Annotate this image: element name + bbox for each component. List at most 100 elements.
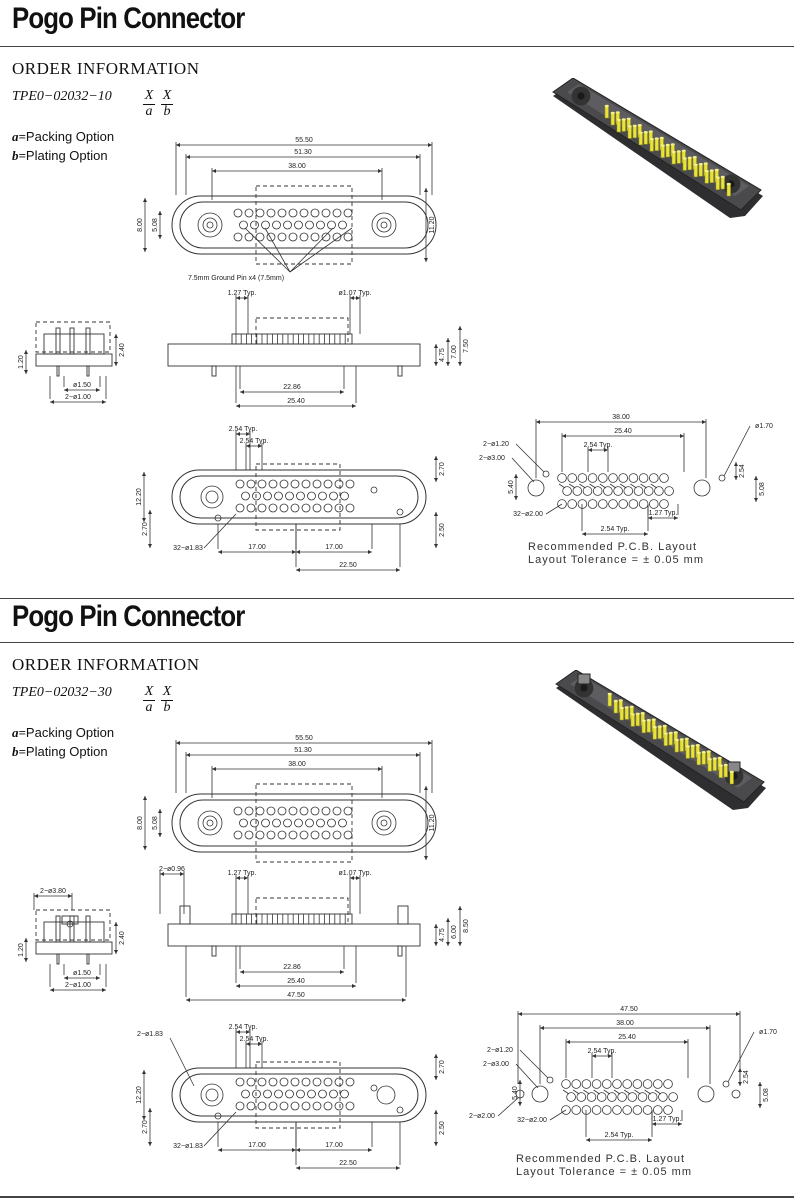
- front-view-hidden-outline: [255, 897, 349, 925]
- pin-contact: [321, 830, 331, 840]
- dimension-label: 2.54 Typ.: [584, 442, 613, 449]
- pcb-pad: [582, 486, 593, 496]
- pogo-pin-tip: [707, 758, 712, 761]
- top-view-body: [171, 195, 437, 255]
- ground-pin: [396, 1106, 404, 1114]
- pogo-pin-tip: [701, 751, 706, 754]
- dimension-label: 17.00: [325, 544, 343, 551]
- pin-contact: [263, 1089, 272, 1099]
- pin-contact: [272, 220, 281, 230]
- pogo-pin-tip: [662, 724, 667, 728]
- dimension-label: 2.70: [439, 462, 446, 476]
- pin-contact: [268, 1077, 278, 1087]
- pogo-pin-tip: [641, 719, 646, 722]
- dimension-label: 2.54 Typ.: [240, 1036, 269, 1043]
- top-view-flange: [179, 201, 429, 249]
- pogo-pin-tip: [729, 770, 734, 774]
- pogo-pin-tip: [698, 163, 703, 166]
- leader-line: [549, 1109, 567, 1121]
- pogo-pin-tip: [619, 706, 624, 710]
- pcb-pad: [581, 1079, 592, 1089]
- dimension-label: 5.08: [759, 482, 766, 496]
- pcb-pad-mark: [623, 1089, 631, 1095]
- dimension-arrow: [458, 906, 462, 946]
- dimension-label: 8.00: [137, 816, 144, 830]
- pcb-pad: [659, 473, 669, 483]
- pcb-pad: [561, 1079, 571, 1089]
- pcb-pad-mark: [640, 483, 647, 489]
- mount-hole: [202, 815, 218, 831]
- pin-contact: [301, 503, 311, 513]
- mount-hole-outer: [197, 810, 223, 836]
- pogo-pin-tip: [682, 157, 687, 160]
- top-view-flange: [179, 799, 429, 847]
- pin-contact: [329, 491, 338, 501]
- pcb-pad: [658, 1092, 668, 1102]
- pcb-layout-title: Recommended P.C.B. Layout: [516, 1153, 686, 1165]
- mount-hole: [376, 217, 392, 233]
- pin-contact: [277, 830, 287, 840]
- dimension-label: 38.00: [616, 1020, 634, 1027]
- order-heading: ORDER INFORMATION: [12, 655, 200, 674]
- top-view-hidden-outline: [255, 783, 353, 863]
- mount-hole-outer: [200, 1083, 224, 1107]
- pcb-pad: [648, 499, 659, 509]
- pin-contact: [241, 491, 250, 501]
- dimension-label: ø1.07 Typ.: [339, 870, 372, 877]
- pcb-pad: [633, 486, 644, 496]
- pin-contact: [299, 806, 309, 816]
- dimension-arrow: [236, 432, 250, 436]
- pin-contact: [239, 220, 248, 230]
- pin-contact: [343, 806, 353, 816]
- side-view-tail: [56, 365, 60, 377]
- dimension-label: 1.27 Typ.: [228, 870, 257, 877]
- pogo-pin-tip: [704, 170, 709, 173]
- pin-contact: [321, 806, 331, 816]
- pogo-pin-tip: [615, 111, 620, 114]
- pcb-pad: [597, 499, 608, 509]
- pcb-pad: [557, 499, 567, 509]
- bottom-view-hidden-outline: [255, 1061, 341, 1129]
- pcb-guide-hole: [546, 1076, 554, 1084]
- pogo-pin-tip: [674, 738, 679, 742]
- pcb-pad-mark: [644, 1089, 651, 1095]
- pin-contact: [312, 479, 322, 489]
- pcb-pad-mark: [650, 483, 658, 489]
- dimension-label: 2−ø3.80: [40, 888, 66, 895]
- pogo-pin-tip: [618, 699, 623, 702]
- side-view-flange: [35, 353, 113, 367]
- pin-contact: [332, 806, 342, 816]
- pogo-pin-tip: [671, 150, 676, 154]
- pcb-pad: [608, 499, 618, 509]
- pcb-pad: [613, 486, 623, 496]
- leader-line: [511, 457, 535, 483]
- pogo-pin-tip: [651, 718, 656, 721]
- dimension-arrow: [350, 296, 360, 300]
- pcb-pad-mark: [599, 483, 607, 489]
- pcb-pad: [628, 499, 639, 509]
- pin-contact: [233, 232, 243, 242]
- side-view-tail: [56, 953, 60, 965]
- leader-line: [203, 1111, 237, 1147]
- pin-contact: [263, 491, 272, 501]
- dimension-arrow: [434, 1110, 438, 1146]
- pin-contact: [272, 818, 281, 828]
- pcb-note: Recommended P.C.B. Layout Layout Toleran…: [528, 541, 704, 567]
- dimension-label: 2.54 Typ.: [588, 1048, 617, 1055]
- pogo-pin-tip: [681, 149, 686, 152]
- pin-contact: [244, 806, 254, 816]
- pcb-pad: [638, 499, 649, 509]
- pin-contact: [250, 220, 259, 230]
- side-view-hidden-outline: [35, 909, 111, 941]
- side-view-pin: [55, 915, 61, 943]
- dimension-label: 2.54 Typ.: [605, 1132, 634, 1139]
- pin-contact: [305, 220, 314, 230]
- pin-contact: [255, 232, 265, 242]
- pin-contact: [261, 220, 270, 230]
- pcb-pad: [648, 473, 659, 483]
- mount-hole-inner: [576, 91, 586, 101]
- dimension-label: 22.86: [283, 964, 301, 971]
- pcb-pad: [622, 1079, 632, 1089]
